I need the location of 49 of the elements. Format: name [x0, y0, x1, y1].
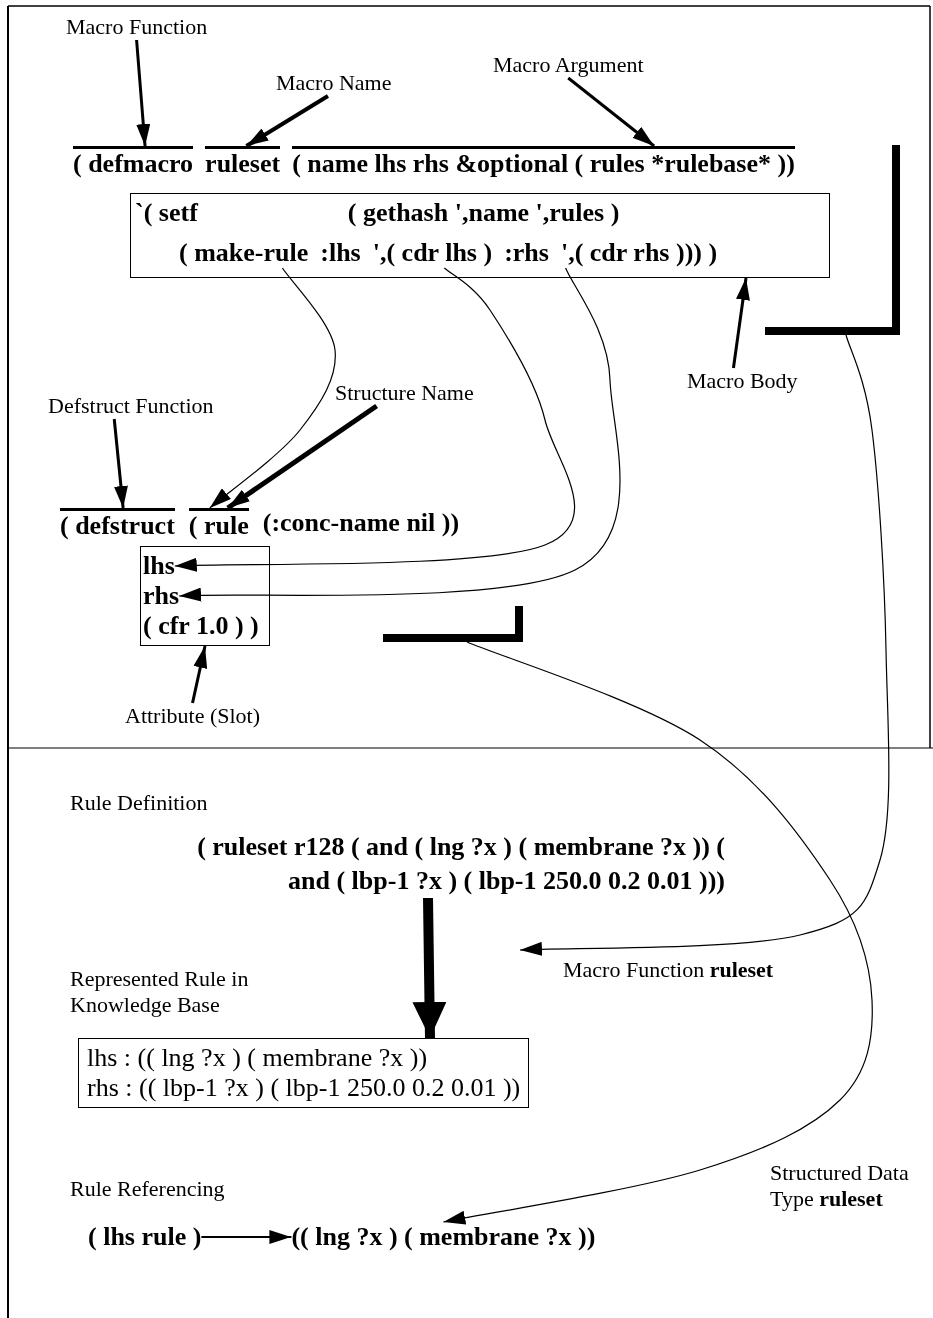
annotation-label: Macro Argument: [493, 52, 644, 78]
code-line: rhs : (( lbp-1 ?x ) ( lbp-1 250.0 0.2 0.01 )): [87, 1073, 521, 1103]
section-heading: Rule Referencing: [70, 1176, 225, 1202]
code-text: ( defmacro: [73, 146, 194, 179]
code-text: ( rule: [188, 508, 249, 541]
code-text: ',( cdr lhs ): [372, 238, 493, 268]
code-text: ( gethash ',name ',rules ): [347, 198, 620, 228]
curved-arrow: [442, 641, 873, 1225]
code-box: [78, 1038, 530, 1108]
annotation-label: Attribute (Slot): [125, 703, 261, 729]
code-text: ',( cdr rhs ))) ): [560, 238, 718, 268]
code-text: lhs: [143, 551, 175, 581]
section-heading: Represented Rule in Knowledge Base: [70, 966, 250, 1018]
arrow: [112, 418, 128, 509]
bracket-mark: [383, 606, 523, 642]
code-line: lhs : (( lng ?x ) ( membrane ?x )): [87, 1043, 429, 1073]
arrow: [191, 645, 208, 704]
arrow: [226, 403, 378, 511]
section-heading: Rule Definition: [70, 790, 208, 816]
arrow: [135, 39, 151, 147]
code-text: :rhs: [504, 238, 549, 268]
annotation-label: Macro Body: [687, 368, 798, 394]
code-text: ( cfr 1.0 ) ): [143, 611, 259, 641]
code-box: [130, 193, 830, 278]
curved-arrow: [209, 267, 336, 509]
code-text: ( make-rule: [179, 238, 309, 268]
code-text: ( defstruct: [60, 508, 175, 541]
arrow: [412, 897, 447, 1039]
arrow: [731, 277, 750, 369]
annotation-label: Macro Name: [276, 70, 392, 96]
code-text: :lhs: [320, 238, 361, 268]
code-box: [140, 546, 270, 646]
code-text: rhs: [143, 581, 180, 611]
code-text: (:conc-name nil )): [262, 508, 460, 538]
annotation-label: Structure Name: [335, 380, 474, 406]
arrow: [200, 1230, 293, 1244]
arrow: [567, 76, 656, 148]
curved-arrow: [519, 334, 890, 957]
code-text: ( ruleset r128 ( and ( lng ?x ) ( membrane ?x )) ( and ( lbp-1 ?x ) ( lbp-1 250.0 0.2 0.01 ))): [185, 830, 725, 898]
code-text: ruleset: [205, 146, 281, 179]
curved-arrow: [178, 267, 621, 603]
code-text: `( setf: [135, 198, 198, 228]
code-text: (( lng ?x ) ( membrane ?x )): [291, 1222, 596, 1252]
code-text: ( name lhs rhs &optional ( rules *rulebase* )): [292, 146, 795, 179]
code-text: ( lhs rule ): [88, 1222, 202, 1252]
annotation-label: Defstruct Function: [48, 393, 214, 419]
curved-arrow: [174, 267, 576, 573]
arrow: [245, 94, 329, 148]
annotation-label: Macro Function: [66, 14, 208, 40]
